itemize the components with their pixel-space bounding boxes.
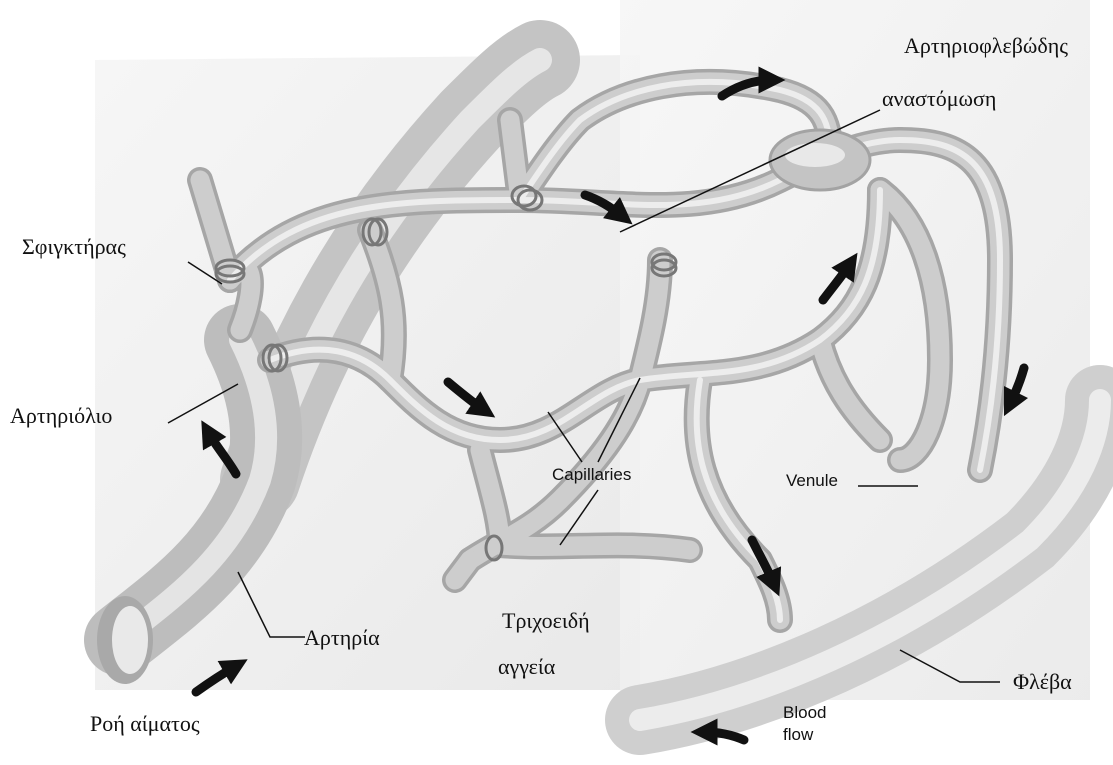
label-capillaries-gr-line1: Τριχοειδή (502, 610, 590, 632)
label-capillaries-gr-line2: αγγεία (498, 656, 555, 678)
label-vein: Φλέβα (1013, 671, 1072, 693)
label-av-anastomosis-line2: αναστόμωση (882, 88, 996, 110)
label-blood-flow-line1: Blood (783, 704, 826, 721)
label-venule: Venule (786, 472, 838, 489)
background-panel-right (620, 0, 1090, 700)
label-blood-flow-line2: flow (783, 726, 813, 743)
label-av-anastomosis-line1: Αρτηριοφλεβώδης (904, 35, 1068, 57)
label-blood-flow-gr: Ροή αίματος (90, 713, 200, 735)
label-capillaries: Capillaries (552, 466, 631, 483)
label-artery: Αρτηρία (304, 627, 380, 649)
label-sphincter: Σφιγκτήρας (22, 236, 126, 258)
label-arteriole: Αρτηριόλιο (10, 405, 112, 427)
